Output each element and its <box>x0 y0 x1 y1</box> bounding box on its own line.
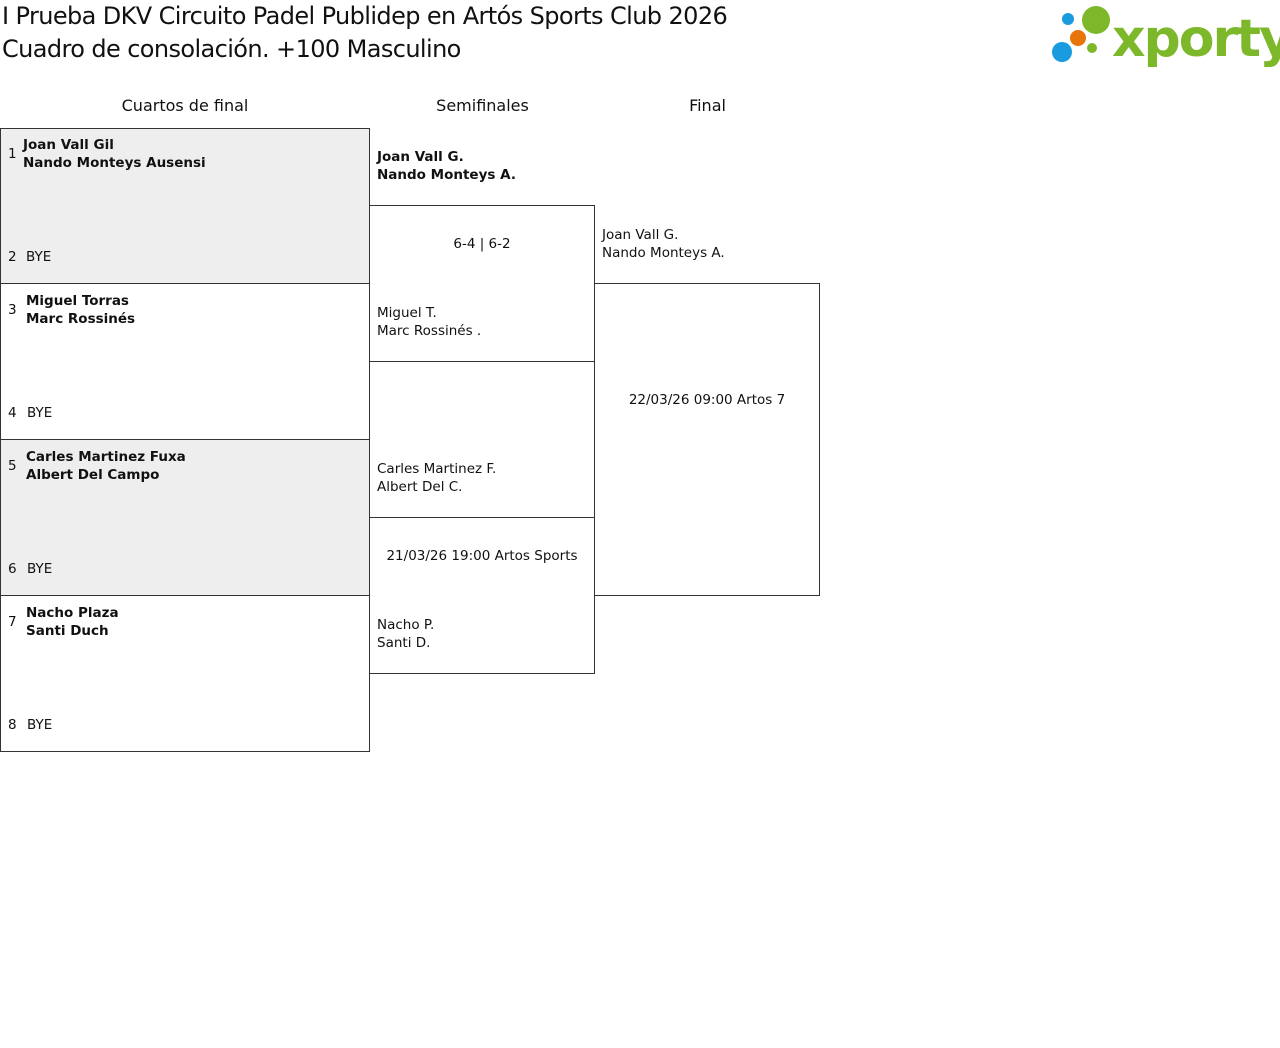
qf-match-1 <box>0 128 370 284</box>
player-name[interactable]: Miguel T. <box>377 305 437 321</box>
xporty-logo[interactable]: xporty <box>1050 2 1280 69</box>
player-name[interactable]: Santi D. <box>377 635 431 651</box>
match-score: 6-4 | 6-2 <box>453 236 511 252</box>
seed-number: 3 <box>8 302 17 318</box>
player-name[interactable]: Marc Rossinés . <box>377 323 482 339</box>
seed-number: 4 <box>8 405 17 421</box>
bye-label: BYE <box>27 561 53 577</box>
draw-subtitle: Cuadro de consolación. +100 Masculino <box>2 35 461 63</box>
tournament-title: I Prueba DKV Circuito Padel Publidep en … <box>2 2 728 30</box>
player-name[interactable]: Carles Martinez Fuxa <box>26 449 186 465</box>
player-name[interactable]: Marc Rossinés <box>26 311 136 327</box>
bye-label: BYE <box>27 717 53 733</box>
player-name[interactable]: Carles Martinez F. <box>377 461 497 477</box>
match-schedule: 22/03/26 09:00 Artos 7 <box>628 392 786 408</box>
player-name[interactable]: Nacho P. <box>377 617 435 633</box>
qf-match-3 <box>0 439 370 596</box>
player-name[interactable]: Nando Monteys A. <box>377 167 516 183</box>
seed-number: 5 <box>8 458 17 474</box>
match-schedule: 21/03/26 19:00 Artos Sports <box>386 548 578 564</box>
player-name[interactable]: Joan Vall Gil <box>23 137 114 153</box>
player-name[interactable]: Santi Duch <box>26 623 109 639</box>
round-heading-final: Final <box>689 96 726 115</box>
seed-number: 7 <box>8 614 17 630</box>
player-name[interactable]: Albert Del C. <box>377 479 463 495</box>
seed-number: 2 <box>8 249 17 265</box>
player-name[interactable]: Nacho Plaza <box>26 605 119 621</box>
player-name[interactable]: Miguel Torras <box>26 293 129 309</box>
player-name[interactable]: Joan Vall G. <box>377 149 464 165</box>
seed-number: 6 <box>8 561 17 577</box>
seed-number: 8 <box>8 717 17 733</box>
player-name[interactable]: Joan Vall G. <box>602 227 679 243</box>
bye-label: BYE <box>26 249 52 265</box>
round-heading-semifinals: Semifinales <box>436 96 529 115</box>
player-name[interactable]: Nando Monteys Ausensi <box>23 155 206 171</box>
seed-number: 1 <box>8 146 17 162</box>
xporty-logo-icon: xporty <box>1052 6 1280 69</box>
logo-wordmark: xporty <box>1112 9 1280 68</box>
player-name[interactable]: Albert Del Campo <box>26 467 160 483</box>
round-heading-quarterfinals: Cuartos de final <box>121 96 249 115</box>
player-name[interactable]: Nando Monteys A. <box>602 245 725 261</box>
bye-label: BYE <box>27 405 53 421</box>
final-match <box>594 283 820 596</box>
